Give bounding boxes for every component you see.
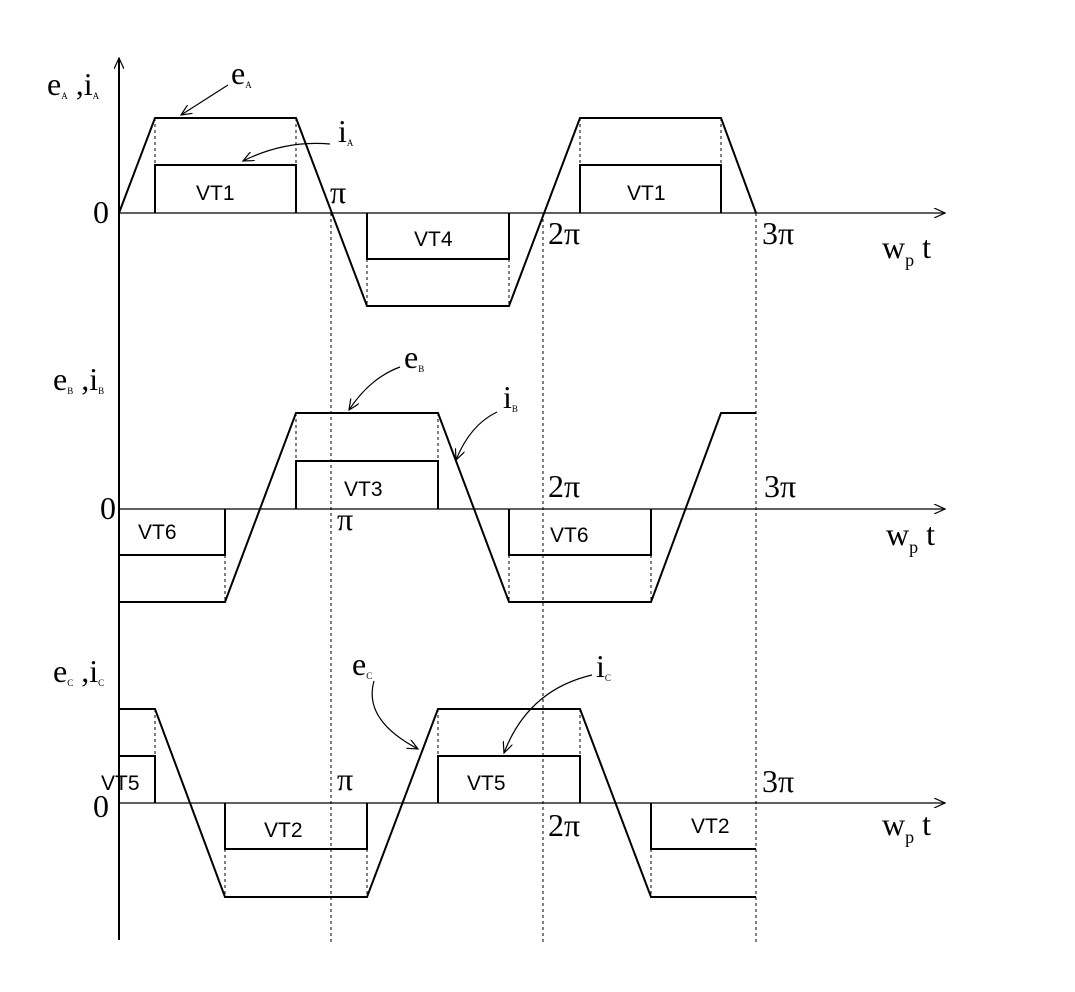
- arrow: [243, 142, 331, 161]
- pi-label: 2π: [548, 215, 580, 251]
- pi-label: π: [337, 501, 353, 537]
- emf-waveform-c: [119, 708, 756, 898]
- pulse-label: VT6: [550, 524, 589, 547]
- current-pulse-b-3: [508, 509, 652, 556]
- y-axis-label-b: eB ,iB: [53, 361, 104, 397]
- pulse-label: VT1: [196, 182, 235, 205]
- time-axis-label-b: wp t: [886, 516, 935, 557]
- zero-label-c: 0: [93, 788, 109, 824]
- pi-guide-lines: [330, 213, 757, 945]
- pi-label: π: [330, 174, 346, 210]
- emf-annotation-c: eC: [352, 646, 372, 682]
- emf-annotation-a: eA: [231, 55, 252, 91]
- emf-annotation-b: eB: [404, 339, 424, 375]
- current-pulse-c-1: [119, 755, 156, 803]
- pulse-label: VT6: [138, 521, 177, 544]
- current-annotation-a: iA: [338, 113, 354, 149]
- current-annotation-b: iB: [503, 379, 518, 415]
- emf-waveform-b: [119, 412, 756, 603]
- panel-phase-a: eA ,iA 0 VT1 VT4 VT1 eA iA π 2π 3π wp t: [47, 55, 945, 940]
- arrow: [456, 411, 498, 460]
- pulse-label: VT2: [691, 815, 730, 838]
- current-pulse-c-2: [224, 803, 368, 850]
- y-axis-label-a: eA ,iA: [47, 66, 100, 102]
- arrow: [181, 84, 229, 115]
- time-axis-label-a: wp t: [882, 229, 931, 270]
- pulse-label: VT3: [344, 478, 383, 501]
- current-pulse-a-2: [366, 213, 510, 260]
- emf-waveform-a: [118, 117, 757, 307]
- pi-label: 3π: [762, 763, 794, 799]
- current-pulse-a-1: [154, 164, 297, 213]
- arrow: [371, 680, 418, 749]
- pi-label: 2π: [548, 807, 580, 843]
- pulse-label: VT5: [101, 772, 140, 795]
- pi-label: 3π: [764, 468, 796, 504]
- pi-label: π: [337, 761, 353, 797]
- pulse-label: VT5: [467, 772, 506, 795]
- pi-label: 2π: [548, 468, 580, 504]
- pulse-label: VT1: [627, 182, 666, 205]
- current-annotation-c: iC: [596, 648, 611, 684]
- current-pulse-c-3: [437, 755, 581, 803]
- pulse-label: VT4: [414, 228, 453, 251]
- panel-phase-c: eC ,iC 0 VT5 VT2 VT5 VT2 eC iC π 2π 3π w…: [53, 646, 945, 898]
- arrow: [349, 366, 401, 410]
- current-pulse-b-2: [295, 460, 439, 509]
- zero-label-b: 0: [100, 490, 116, 526]
- arrow: [504, 674, 593, 753]
- zero-label-a: 0: [93, 194, 109, 230]
- y-axis-label-c: eC ,iC: [53, 653, 104, 689]
- panel-phase-b: eB ,iB 0 VT6 VT3 VT6 eB iB π 2π 3π wp t: [53, 339, 945, 603]
- pulse-label: VT2: [264, 819, 303, 842]
- time-axis-label-c: wp t: [882, 806, 931, 847]
- current-pulse-a-3: [579, 164, 722, 213]
- pi-label: 3π: [762, 215, 794, 251]
